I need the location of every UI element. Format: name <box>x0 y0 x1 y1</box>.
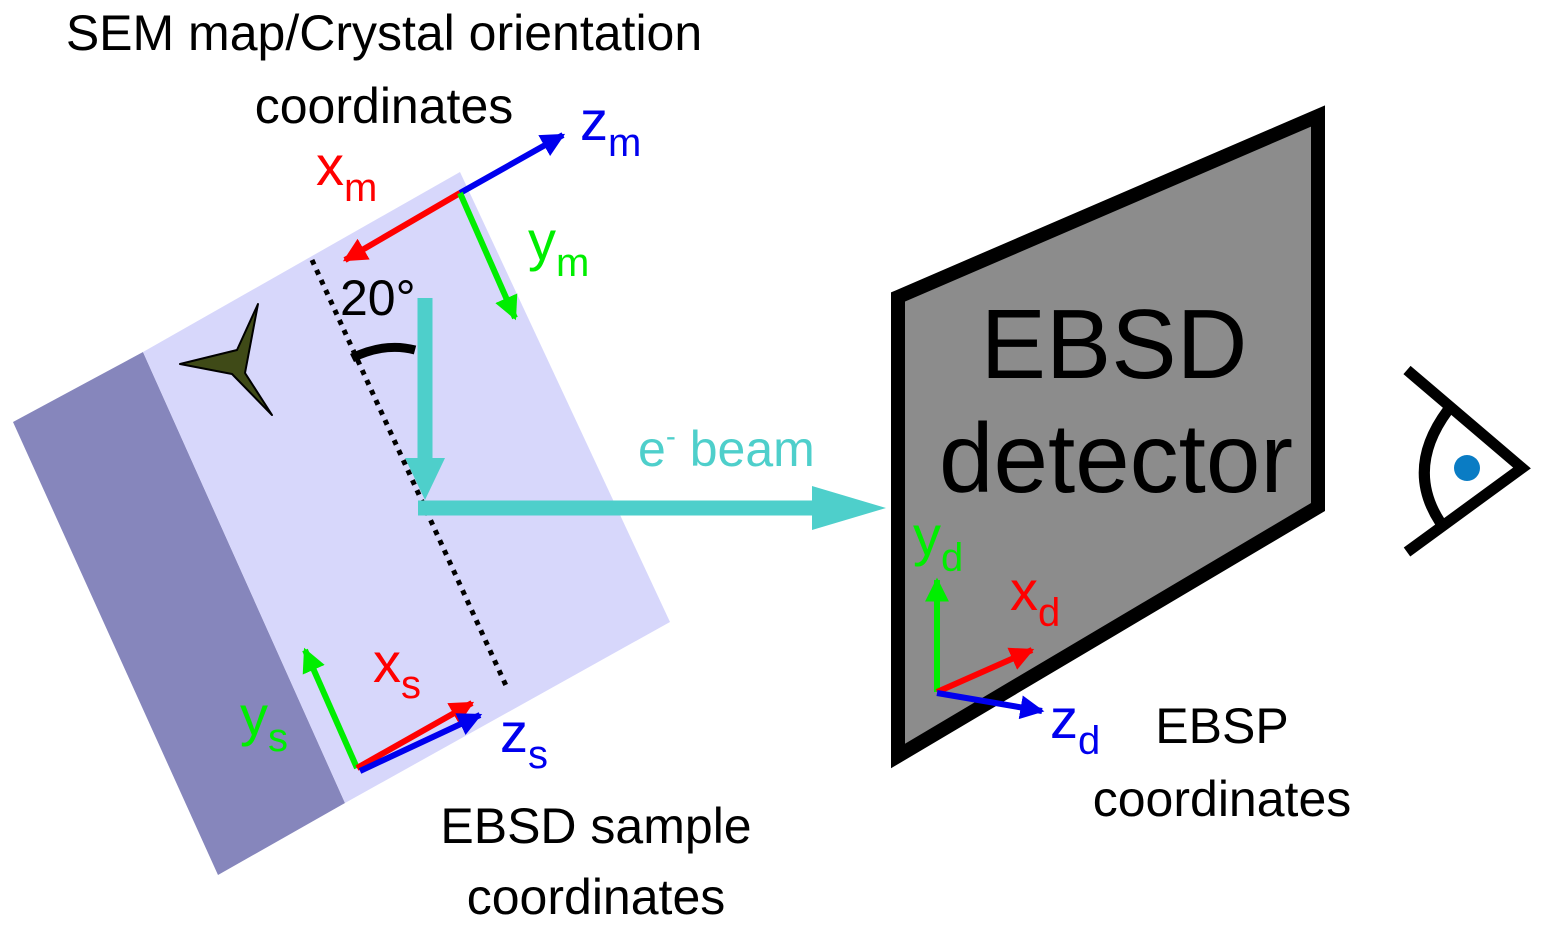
tilt-angle-arc <box>350 342 417 363</box>
sample-caption-line2: coordinates <box>467 869 726 925</box>
map-x-label: xm <box>316 134 377 210</box>
sample-y-arrow <box>302 647 360 770</box>
map-z-arrow <box>458 132 566 196</box>
sample-x-label: xs <box>373 631 421 707</box>
sample-y-label: ys <box>240 684 288 760</box>
sample-x-arrow <box>355 700 475 771</box>
map-y-arrow <box>457 191 518 321</box>
sample-z-arrow <box>358 712 483 774</box>
sample-top-face <box>143 172 670 803</box>
detector-x-arrow <box>935 647 1035 695</box>
detector-x-label: xd <box>1010 559 1060 635</box>
sem-map-title-line1: SEM map/Crystal orientation <box>66 5 702 61</box>
map-y-label: ym <box>528 209 589 285</box>
tilt-reference-line <box>309 258 511 692</box>
ebsp-caption-line1: EBSP <box>1155 698 1288 754</box>
sample-block: 20° <box>13 172 670 875</box>
sample-z-label: zs <box>500 701 548 777</box>
map-axes: xm ym zm <box>316 89 641 321</box>
detector-label-line1: EBSD <box>981 289 1248 399</box>
sem-map-title-line2: coordinates <box>255 78 514 134</box>
ebsd-detector: EBSD detector yd xd zd <box>891 105 1325 769</box>
tilt-angle-label: 20° <box>340 270 416 326</box>
map-x-arrow <box>342 190 462 263</box>
sample-caption-line1: EBSD sample <box>440 798 751 854</box>
beam-label: e- beam <box>638 420 815 477</box>
sample-axes: xs ys zs <box>240 631 548 777</box>
detector-screen <box>891 105 1325 769</box>
detector-label-line2: detector <box>939 403 1293 513</box>
triangular-feature-icon <box>179 303 273 416</box>
ebsp-caption-line2: coordinates <box>1093 771 1352 827</box>
detector-z-arrow <box>936 690 1045 720</box>
beam-right-arrowhead <box>812 486 886 530</box>
map-z-label: zm <box>580 89 641 165</box>
eye-pupil <box>1454 455 1480 481</box>
detector-y-label: yd <box>913 504 963 580</box>
detector-z-label: zd <box>1050 687 1100 763</box>
beam-down-arrowhead <box>405 458 445 500</box>
sample-side-face <box>13 352 345 875</box>
eye-icon <box>1403 365 1531 557</box>
electron-beam: e- beam <box>405 298 886 530</box>
